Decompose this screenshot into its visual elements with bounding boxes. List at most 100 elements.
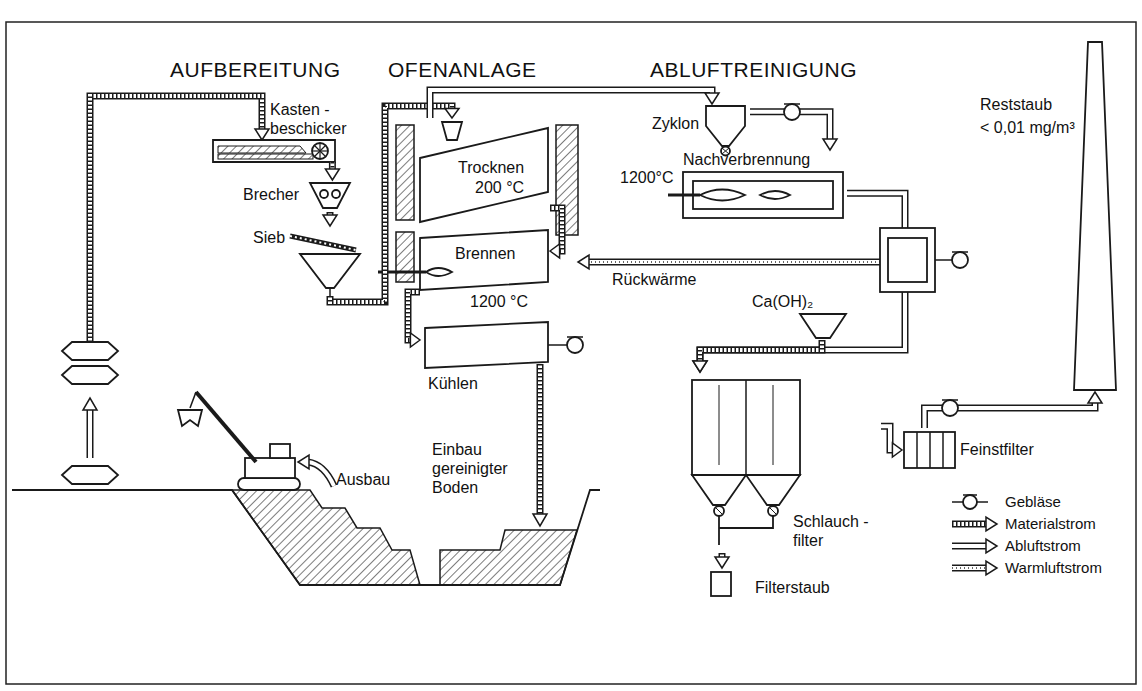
box-feeder-part bbox=[213, 140, 335, 162]
ground-and-pits-part bbox=[232, 490, 420, 585]
flow-stroke bbox=[700, 340, 822, 363]
legend-samples-part bbox=[952, 544, 987, 548]
bag-filter-part bbox=[773, 385, 774, 465]
warm-air-line-part bbox=[578, 255, 589, 269]
ground-and-pits-part bbox=[440, 530, 577, 585]
cyclone bbox=[706, 106, 745, 156]
fine-filter-part bbox=[929, 432, 931, 468]
afterburner-part bbox=[683, 172, 843, 218]
cyclone-part bbox=[706, 106, 745, 146]
excavator-part bbox=[190, 392, 196, 408]
blower-symbols-part bbox=[567, 336, 583, 338]
material-flow-lines-part bbox=[298, 455, 309, 469]
excavator-part bbox=[196, 392, 256, 462]
rotary-drums-part bbox=[426, 268, 452, 276]
bag-filter-part bbox=[769, 507, 777, 515]
equipment-label: Sieb bbox=[253, 228, 285, 247]
equipment-label: Trocknen bbox=[458, 158, 524, 177]
fine-filter: Feinstfilter bbox=[902, 428, 1052, 472]
afterburner-part bbox=[693, 181, 833, 209]
arrow-head bbox=[892, 443, 902, 457]
arrow-head bbox=[325, 169, 339, 180]
exhaust-flow bbox=[693, 193, 905, 372]
flow-stroke bbox=[700, 193, 905, 363]
lime-hopper bbox=[800, 314, 846, 338]
fine-filter-part bbox=[916, 432, 918, 468]
crusher: Brecher bbox=[238, 180, 350, 212]
dump-trucks-part bbox=[62, 466, 118, 484]
legend-samples-part bbox=[986, 561, 997, 575]
material-flow-lines-part bbox=[87, 408, 94, 458]
box-feeder-part bbox=[312, 143, 328, 159]
fine-filter bbox=[904, 432, 955, 468]
legend-samples-part bbox=[952, 566, 987, 570]
material-flow-lines bbox=[83, 96, 547, 526]
screen-part bbox=[290, 236, 356, 250]
flow-stroke bbox=[330, 106, 452, 302]
legend-text: Gebläse bbox=[1005, 492, 1061, 511]
afterburner-part bbox=[760, 191, 790, 199]
kiln-housing-part bbox=[396, 125, 414, 220]
exhaust-flow bbox=[430, 90, 719, 118]
flow-stroke bbox=[700, 340, 822, 363]
equipment-label: Kühlen bbox=[428, 374, 478, 393]
box-feeder bbox=[213, 140, 335, 162]
material-flow bbox=[693, 340, 822, 372]
kiln-housing-part bbox=[396, 232, 414, 282]
equipment-label: 1200°C bbox=[620, 168, 674, 187]
blower-symbols-part bbox=[952, 252, 968, 268]
legend-samples-part bbox=[952, 567, 987, 569]
fine-filter-part bbox=[904, 432, 955, 468]
material-flow bbox=[550, 208, 562, 258]
rotary-drums-part bbox=[420, 128, 548, 222]
afterburner-part bbox=[668, 194, 700, 197]
fine-filter-part bbox=[942, 432, 944, 468]
rotary-drums-part bbox=[425, 322, 548, 368]
lime-hopper-part bbox=[800, 314, 846, 338]
material-flow-lines-part bbox=[90, 96, 262, 342]
crusher-part bbox=[320, 190, 328, 198]
material-flow-lines-part bbox=[538, 364, 542, 516]
material-flow-lines-part bbox=[308, 462, 334, 486]
equipment-label: Brennen bbox=[455, 244, 516, 263]
legend-samples-part bbox=[952, 543, 987, 550]
material-flow-lines-part bbox=[537, 364, 544, 516]
equipment-label: 200 °C bbox=[475, 178, 524, 197]
chimney bbox=[1074, 42, 1116, 390]
flow-stroke bbox=[330, 106, 452, 302]
equipment-label: Ca(OH)₂ bbox=[752, 292, 813, 311]
bag-filter-part bbox=[711, 572, 731, 596]
step-label: Ausbau bbox=[336, 470, 390, 489]
blower-symbols-part bbox=[784, 104, 800, 120]
material-flow bbox=[325, 162, 339, 180]
warm-air-line-part bbox=[588, 260, 880, 264]
crusher bbox=[310, 183, 350, 208]
excavator-part bbox=[238, 478, 300, 490]
flow-stroke bbox=[330, 106, 452, 302]
box-feeder: Kasten - beschicker bbox=[210, 100, 363, 162]
rotary-drums-part bbox=[548, 344, 567, 346]
bag-filter-part bbox=[692, 380, 800, 475]
box-feeder-part bbox=[314, 145, 326, 157]
material-flow-lines-part bbox=[88, 408, 92, 458]
equipment-label: Filterstaub bbox=[755, 578, 830, 597]
screen: Sieb bbox=[245, 226, 360, 296]
heat-exchanger-part bbox=[880, 228, 935, 292]
arrow-head bbox=[823, 139, 837, 150]
flow-label: Rückwärme bbox=[612, 270, 696, 289]
heat-exchanger bbox=[880, 228, 952, 292]
equipment-label: Zyklon bbox=[652, 114, 699, 133]
arrow-head bbox=[323, 215, 337, 226]
arrow-head bbox=[693, 361, 707, 372]
excavator-part bbox=[178, 410, 202, 426]
arrow-head bbox=[705, 93, 719, 104]
legend-samples-part bbox=[986, 517, 997, 531]
afterburner bbox=[668, 172, 843, 218]
heat-exchanger-part bbox=[888, 238, 927, 282]
afterburner-part bbox=[700, 190, 745, 201]
bag-filter: Schlauch - filter bbox=[685, 372, 881, 553]
equipment-label: Brecher bbox=[243, 185, 299, 204]
material-flow-lines-part bbox=[90, 96, 262, 342]
kiln-drum: Brennen1200 °C bbox=[420, 226, 550, 314]
